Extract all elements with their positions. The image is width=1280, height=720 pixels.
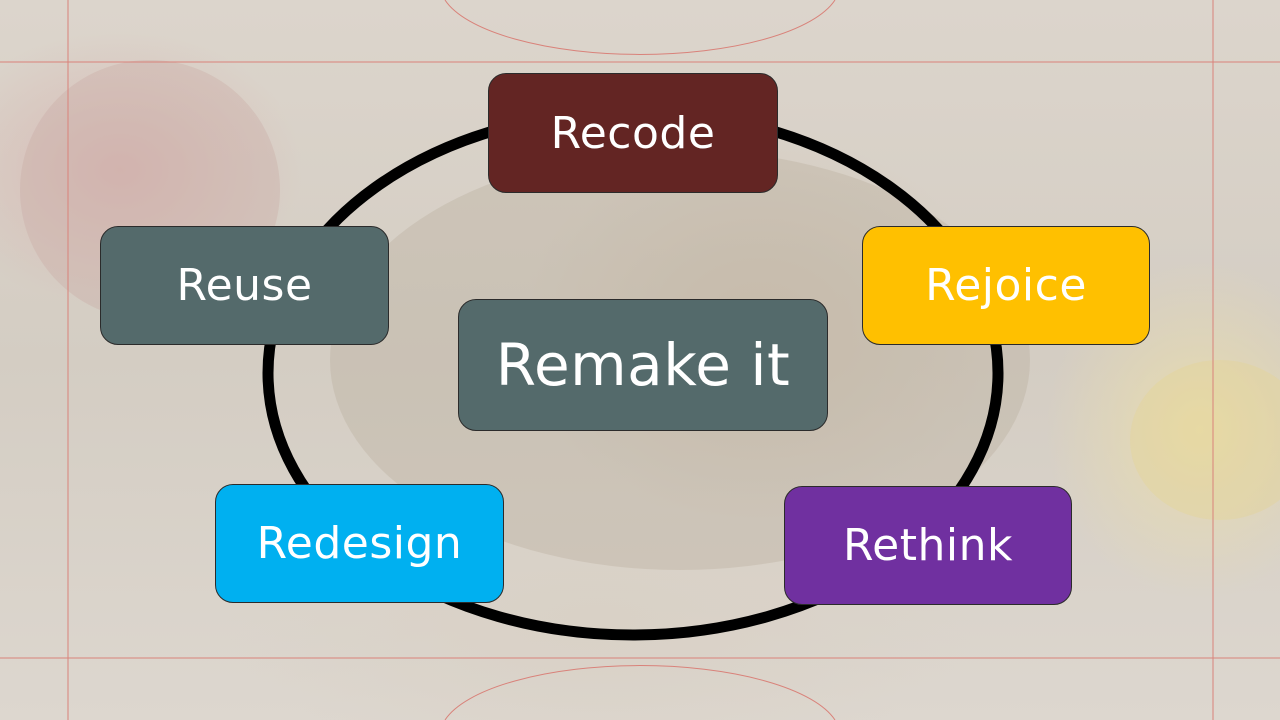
center-node-label: Remake it [495,331,791,399]
node-redesign: Redesign [215,484,504,603]
node-reuse-label: Reuse [176,260,313,311]
node-rejoice-label: Rejoice [925,260,1087,311]
background-photo-level [1130,360,1280,520]
node-redesign-label: Redesign [256,518,463,569]
center-node: Remake it [458,299,828,431]
node-recode: Recode [488,73,778,193]
node-rethink: Rethink [784,486,1072,605]
node-reuse: Reuse [100,226,389,345]
node-recode-label: Recode [550,107,716,159]
node-rejoice: Rejoice [862,226,1150,345]
node-rethink-label: Rethink [843,520,1013,571]
